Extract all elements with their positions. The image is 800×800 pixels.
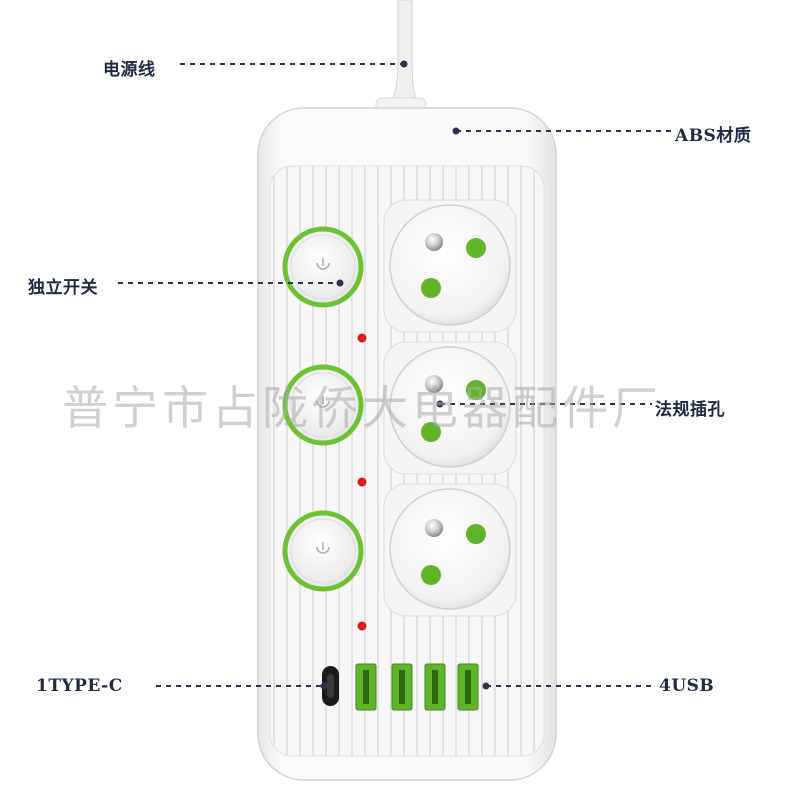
socket-hole <box>421 422 441 442</box>
indicator-light-1 <box>357 333 367 343</box>
type-c-port[interactable] <box>322 666 339 706</box>
usb-port-4[interactable] <box>457 663 479 711</box>
power-icon <box>316 258 330 270</box>
usb-port-1[interactable] <box>355 663 377 711</box>
power-cord <box>375 0 427 113</box>
switch-3[interactable] <box>282 510 364 592</box>
usb-port-3[interactable] <box>424 663 446 711</box>
watermark: 普宁市占陇侨大电器配件厂 <box>62 381 662 435</box>
label-french-socket: 法规插孔 <box>655 400 725 420</box>
french-socket-1[interactable] <box>383 199 517 333</box>
label-usb: 4USB <box>659 676 715 696</box>
socket-hole <box>466 524 486 544</box>
socket-hole <box>421 565 441 585</box>
earth-pin <box>425 519 443 537</box>
callout-lines <box>118 63 672 687</box>
label-power-cord: 电源线 <box>103 60 156 80</box>
indicator-light-2 <box>357 477 367 487</box>
earth-pin <box>425 375 443 393</box>
label-abs-material: ABS材质 <box>675 126 752 146</box>
power-icon <box>316 396 330 408</box>
label-independent-switch: 独立开关 <box>28 278 98 298</box>
socket-hole <box>466 380 486 400</box>
power-icon <box>316 542 330 554</box>
socket-hole <box>421 278 441 298</box>
label-type-c: 1TYPE-C <box>36 676 123 696</box>
switch-1[interactable] <box>282 226 364 308</box>
french-socket-3[interactable] <box>383 483 517 617</box>
usb-port-2[interactable] <box>391 663 413 711</box>
switch-2[interactable] <box>282 364 364 446</box>
callout-dots <box>320 60 490 690</box>
indicator-light-3 <box>357 621 367 631</box>
earth-pin <box>425 233 443 251</box>
french-socket-2[interactable] <box>383 341 517 475</box>
socket-hole <box>466 238 486 258</box>
